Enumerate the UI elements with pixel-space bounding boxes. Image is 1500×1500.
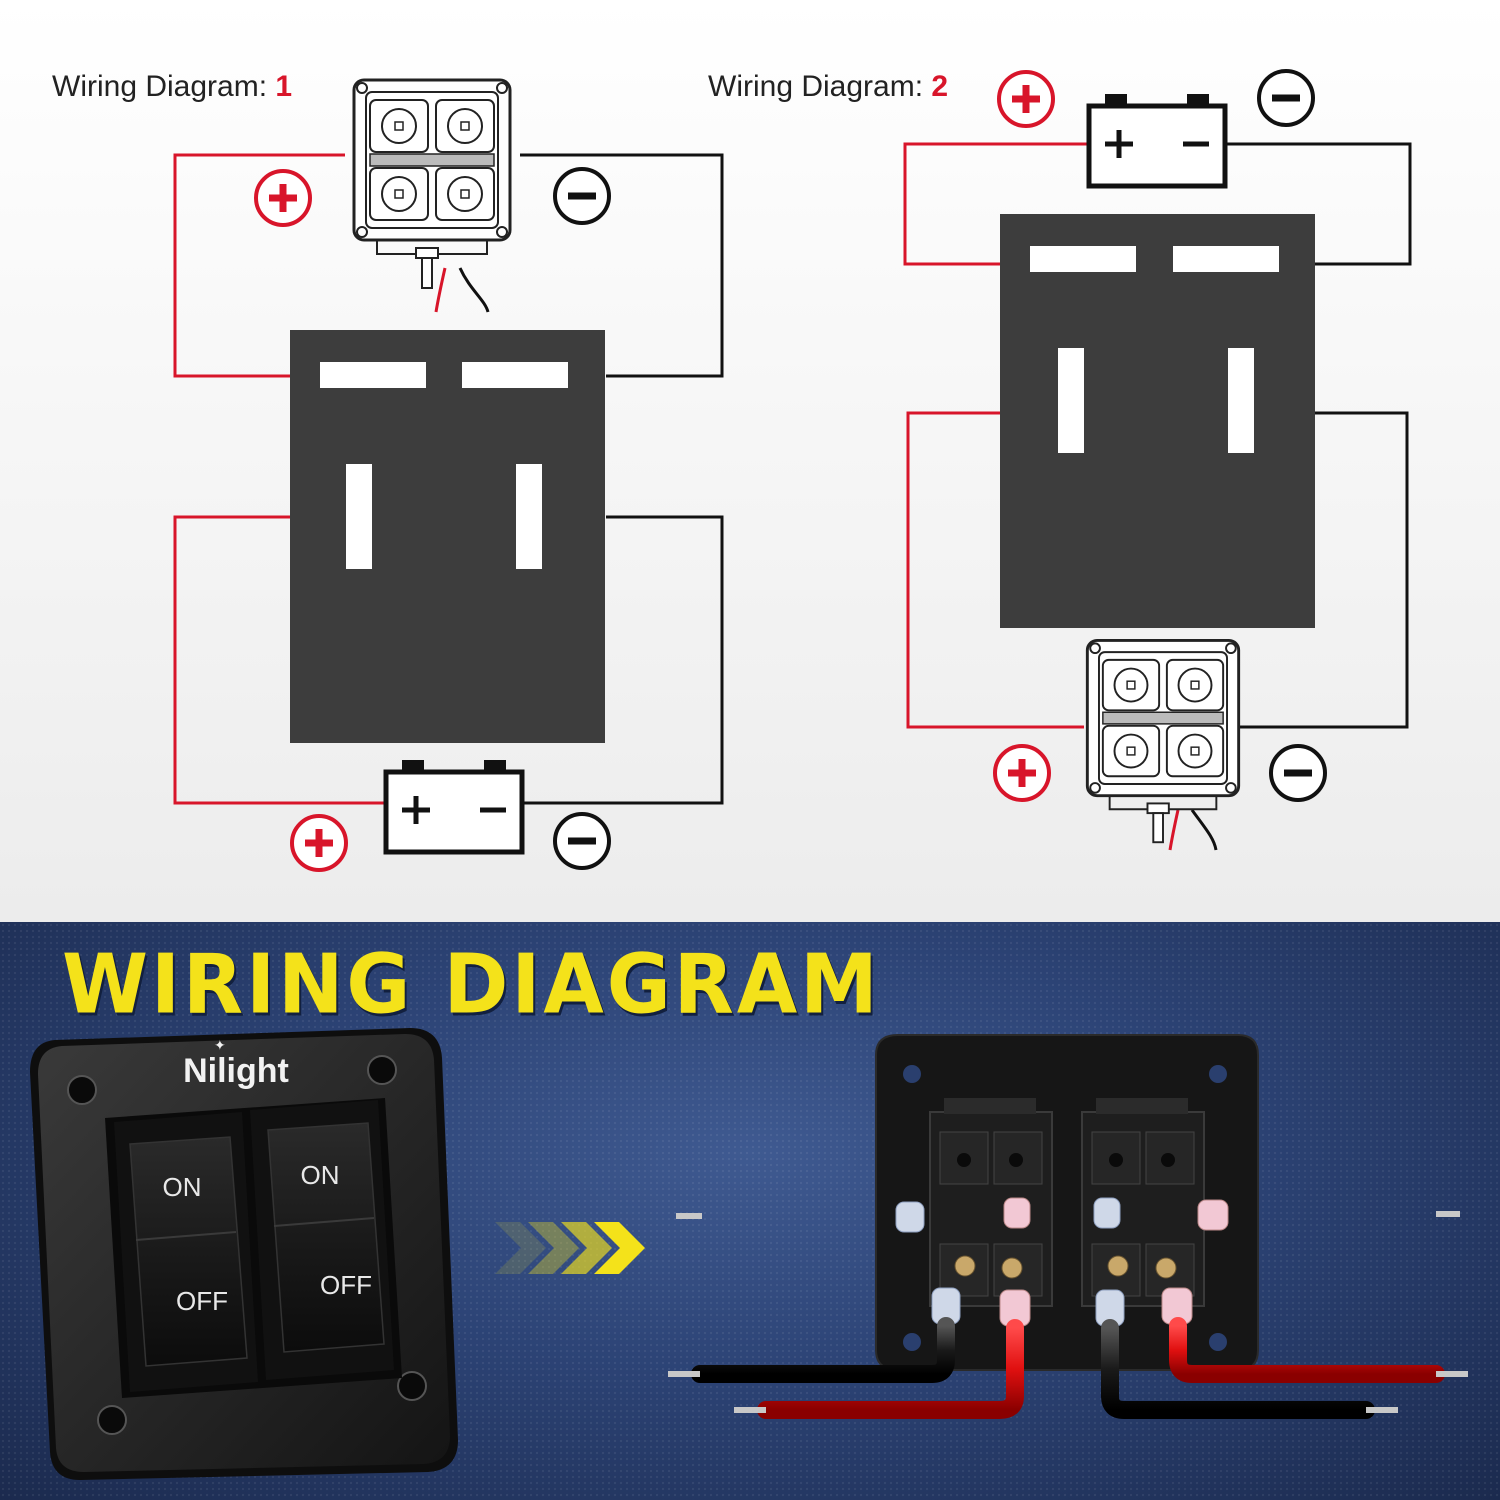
d2-black-wire-top [1225,142,1412,266]
right-rocker-switch[interactable] [250,1100,394,1380]
diagram-1-title-prefix: Wiring Diagram: [52,70,268,103]
logo-sparkle-icon: ✦ [214,1037,226,1053]
panel-screw-hole [67,1075,97,1105]
d1-red-wire-top [173,153,345,378]
right-switch-off-label: OFF [320,1270,372,1300]
chevron-arrows-icon [495,1222,645,1274]
d2-rocker-switch [1000,214,1315,628]
diagrams-svg [173,0,1412,922]
d1-red-wire-bottom [173,515,386,805]
d1-black-wire-bottom [522,515,724,805]
d2-black-wire-bottom [1240,411,1409,729]
brand-logo: Nilight [183,1052,289,1090]
diagram-1-title-number: 1 [275,70,293,103]
d2-red-wire-top [903,142,1089,266]
d2-red-wire-bottom [906,411,1084,729]
diagram-2-title-prefix: Wiring Diagram: [708,70,924,103]
left-rocker-switch[interactable] [114,1112,258,1392]
panel-screw-hole [397,1371,427,1401]
diagram-1-wires [173,153,724,805]
d1-black-wire-top [520,153,724,378]
connected-wires [668,1197,1468,1419]
switch-panel: Nilight ✦ ON OFF ON OFF [30,1028,458,1480]
d1-rocker-switch [290,330,605,743]
panel-screw-hole [97,1405,127,1435]
panel-screw-hole [367,1055,397,1085]
left-switch-off-label: OFF [176,1286,228,1316]
diagram-2-title: Wiring Diagram: 2 [708,70,948,104]
diagram-1-title: Wiring Diagram: 1 [52,70,292,104]
diagram-2-wires [903,142,1412,851]
left-switch-on-label: ON [163,1172,202,1202]
right-switch-on-label: ON [301,1160,340,1190]
diagram-2-title-number: 2 [931,70,949,103]
panel-back [875,1034,1259,1371]
banner-title: WIRING DIAGRAM [62,938,881,1033]
